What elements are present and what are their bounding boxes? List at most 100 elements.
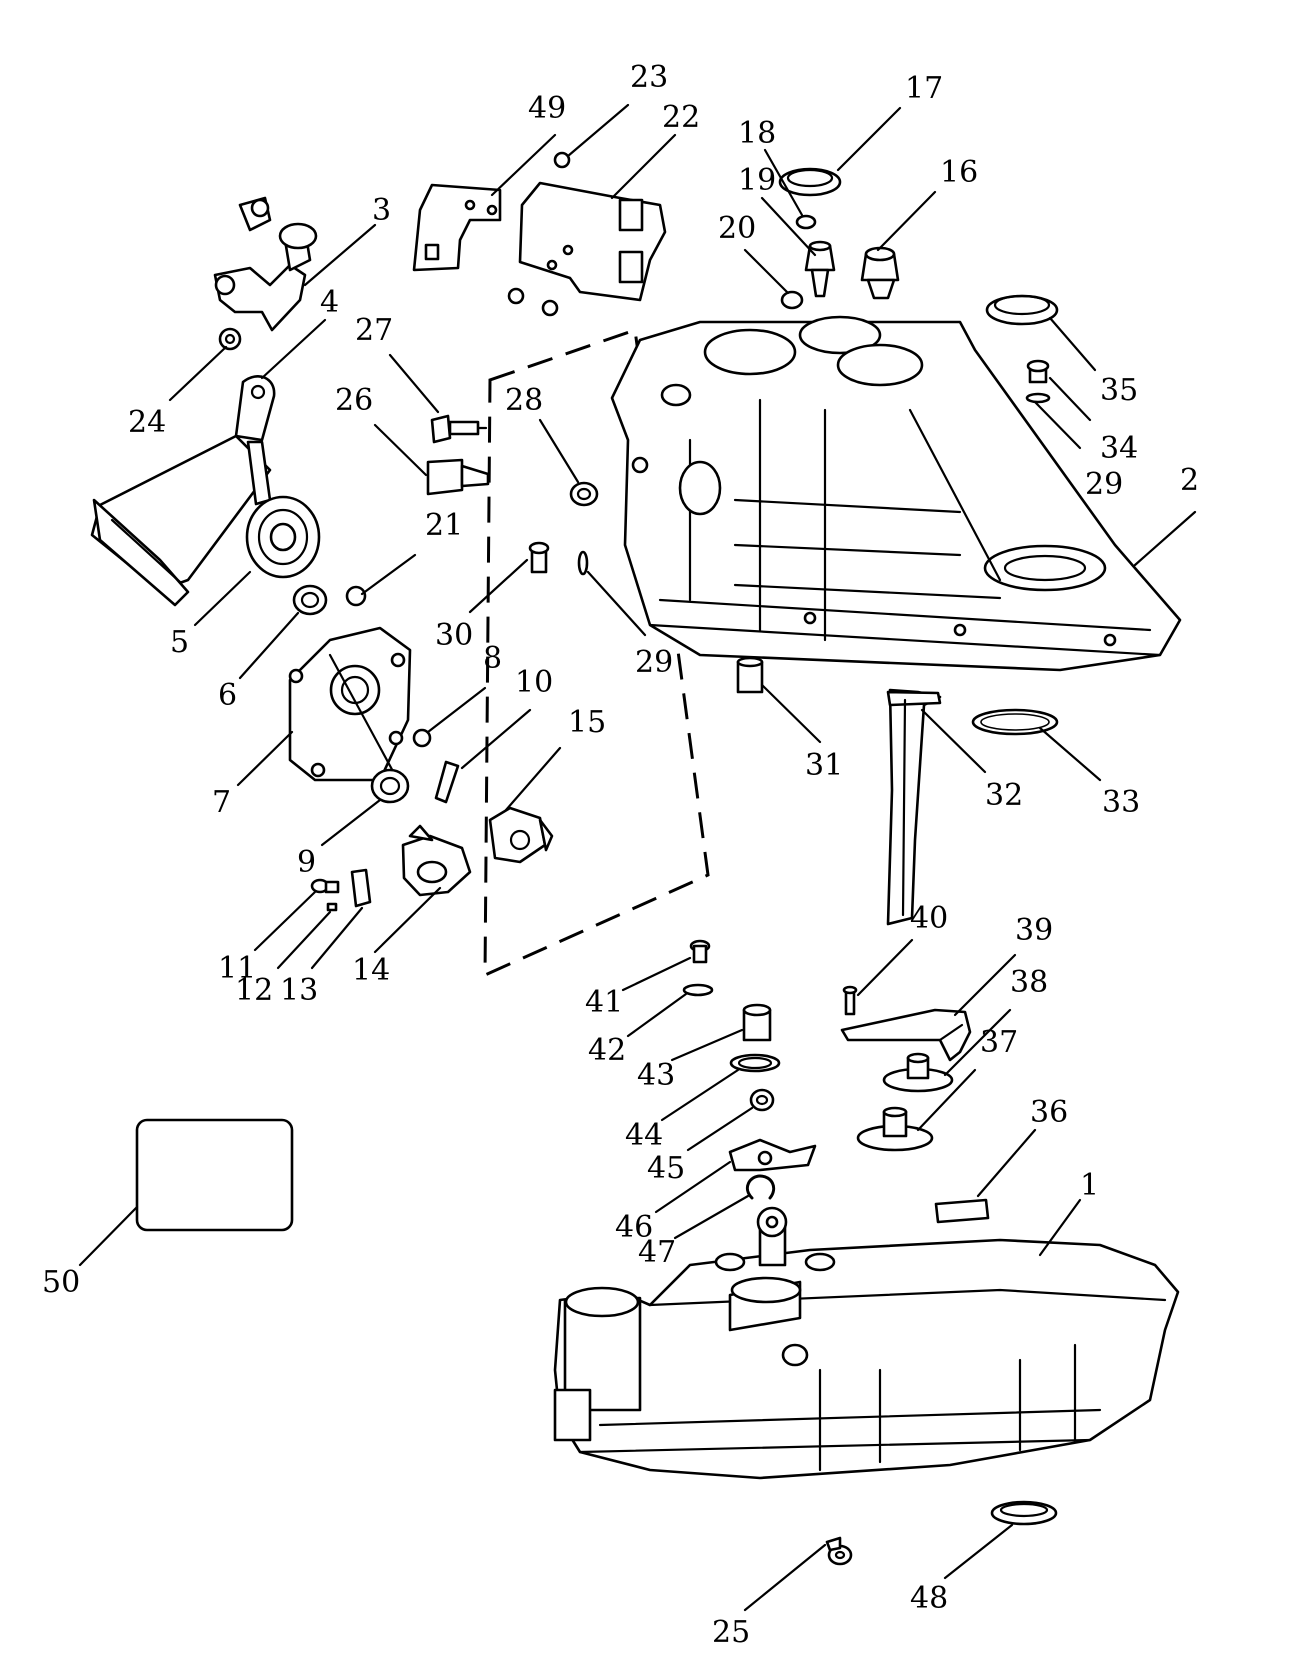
callout-49: 49 [528, 91, 566, 126]
callout-23: 23 [630, 60, 668, 95]
part-18-nut [795, 214, 817, 230]
callout-34: 34 [1100, 431, 1138, 466]
callout-16: 16 [940, 155, 978, 190]
leader-39 [953, 953, 1017, 1017]
part-23-nut [553, 151, 571, 169]
callout-27: 27 [355, 313, 393, 348]
leader-15 [504, 746, 562, 812]
leader-26 [373, 423, 428, 477]
callout-33: 33 [1102, 785, 1140, 820]
leader-44 [660, 1068, 740, 1122]
part-15-interlock [488, 806, 554, 864]
part-20-ring [780, 290, 804, 310]
callout-48: 48 [910, 1581, 948, 1616]
callout-31: 31 [805, 748, 843, 783]
callout-45: 45 [647, 1151, 685, 1186]
callout-24: 24 [128, 405, 166, 440]
leader-25 [743, 1543, 827, 1612]
part-36-shim [934, 1198, 990, 1224]
part-28-bushing [569, 481, 599, 507]
callout-41: 41 [585, 985, 623, 1020]
part-29-washer-a [577, 550, 589, 576]
callout-43: 43 [637, 1058, 675, 1093]
callout-15: 15 [568, 705, 606, 740]
callout-13: 13 [280, 973, 318, 1008]
leader-9 [320, 798, 382, 847]
part-35-seal-ring [985, 294, 1059, 326]
part-6-bushing [292, 584, 328, 616]
part-30-plug [528, 541, 550, 574]
callout-6: 6 [218, 678, 237, 713]
leader-3 [303, 223, 377, 287]
part-42-washer [682, 983, 714, 997]
callout-20: 20 [718, 211, 756, 246]
leader-29b [1033, 400, 1082, 450]
callout-42: 42 [588, 1033, 626, 1068]
part-drawings [90, 151, 1182, 1566]
leader-12 [276, 910, 332, 970]
callout-8: 8 [483, 641, 502, 676]
part-17-cap [778, 167, 842, 197]
callout-21: 21 [425, 508, 463, 543]
part-14-shift-block [401, 824, 472, 897]
callout-29b: 29 [1085, 467, 1123, 502]
callout-30: 30 [435, 618, 473, 653]
callout-18: 18 [738, 116, 776, 151]
callout-7: 7 [212, 785, 231, 820]
leader-19 [760, 196, 817, 257]
callout-46: 46 [615, 1210, 653, 1245]
callout-12: 12 [235, 973, 273, 1008]
leader-46 [654, 1160, 732, 1214]
leader-1 [1038, 1198, 1082, 1257]
callout-29: 29 [635, 645, 673, 680]
dashed-group-outline [483, 327, 710, 978]
leader-28 [538, 418, 580, 484]
callout-39: 39 [1015, 913, 1053, 948]
leader-47 [673, 1194, 750, 1240]
callout-11: 11 [218, 951, 256, 986]
part-4-selector-lever [90, 375, 276, 607]
leader-31 [760, 683, 822, 744]
part-47-clip [746, 1174, 776, 1200]
leader-21 [360, 553, 417, 596]
leader-34 [1048, 376, 1092, 422]
callout-32: 32 [985, 778, 1023, 813]
leader-7 [236, 730, 294, 787]
callout-50: 50 [42, 1265, 80, 1300]
callout-9: 9 [297, 845, 316, 880]
leader-42 [626, 992, 688, 1038]
leader-17 [836, 106, 902, 172]
leader-10 [460, 708, 532, 770]
callout-10: 10 [515, 665, 553, 700]
callout-2: 2 [1180, 463, 1199, 498]
part-7-cover-plate [288, 626, 412, 782]
leader-20 [743, 248, 790, 295]
callout-37: 37 [980, 1025, 1018, 1060]
leader-5 [193, 570, 252, 627]
part-43-sleeve [742, 1003, 772, 1042]
part-13-clip [350, 868, 372, 908]
leader-2 [1133, 510, 1197, 567]
leader-13 [310, 906, 364, 970]
leader-6 [238, 611, 300, 680]
part-8-o-ring [412, 728, 432, 748]
callout-44: 44 [625, 1118, 663, 1153]
part-29-washer-b [1025, 392, 1051, 404]
part-lower-housing [553, 1206, 1180, 1480]
part-22-dual-bracket [518, 181, 667, 302]
part-26-switch [426, 458, 490, 496]
callout-5: 5 [170, 625, 189, 660]
leader-lines [78, 103, 1197, 1612]
part-46-lever-plate [728, 1138, 817, 1172]
callout-28: 28 [505, 383, 543, 418]
leader-4 [260, 318, 327, 380]
callout-labels: 1 2 3 4 5 6 7 8 9 10 11 12 13 14 15 16 1… [42, 60, 1199, 1650]
part-11-bolt [310, 878, 340, 894]
callout-47: 47 [638, 1235, 676, 1270]
leader-43 [670, 1028, 744, 1062]
leader-49 [490, 133, 557, 197]
part-31-sleeve [736, 656, 764, 694]
part-45-nut [749, 1088, 775, 1112]
leader-36 [976, 1128, 1037, 1198]
part-44-ring [729, 1053, 781, 1073]
